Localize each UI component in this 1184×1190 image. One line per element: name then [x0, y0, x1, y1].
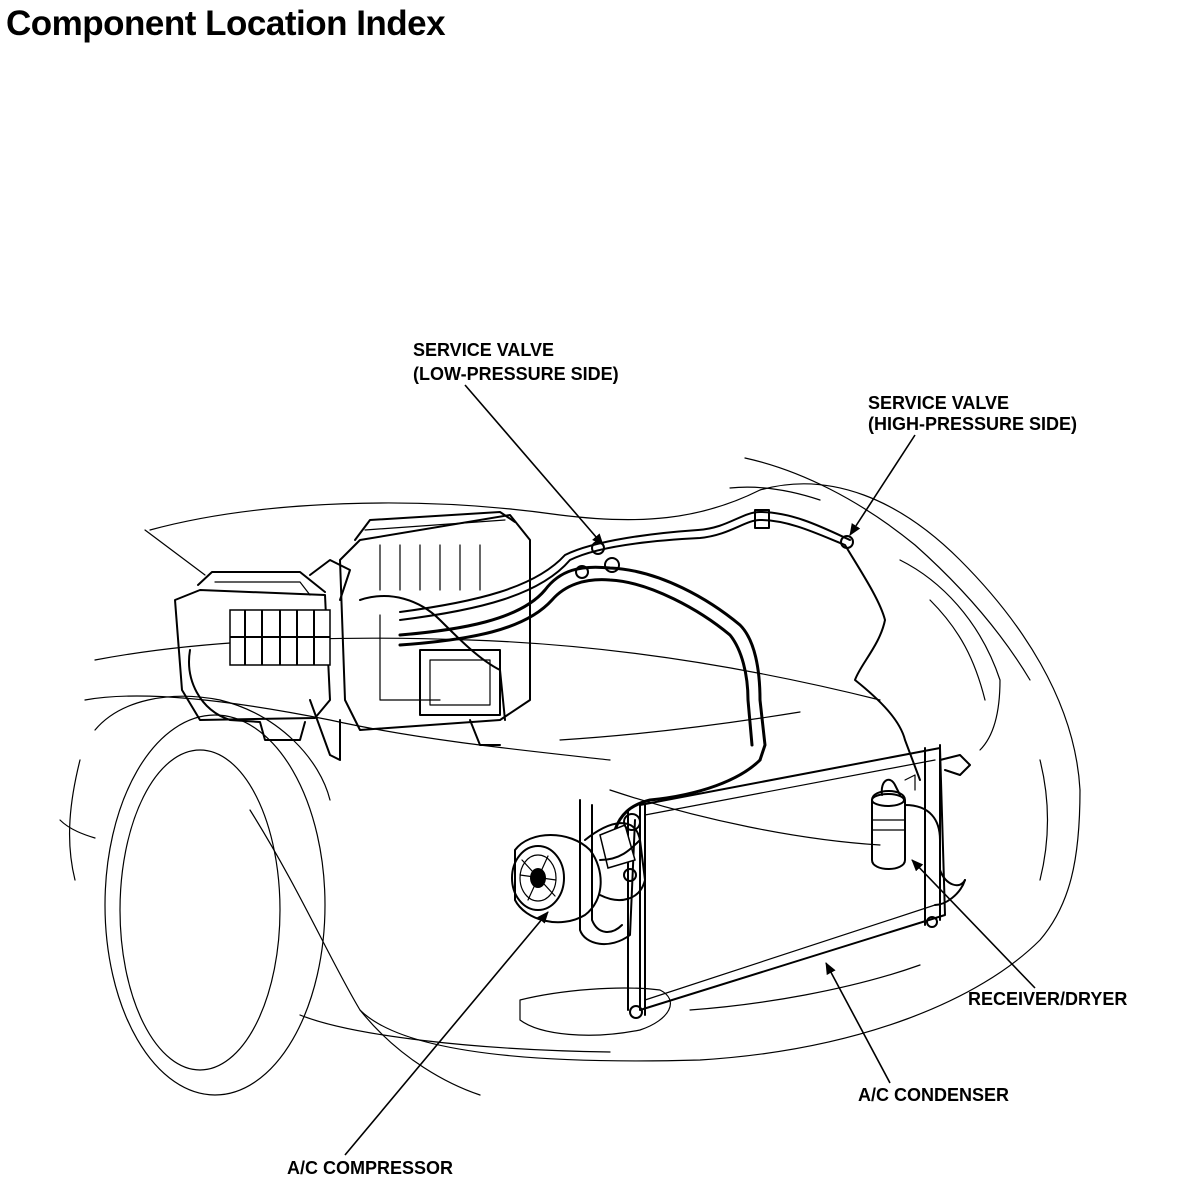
service-valve-high-line1: SERVICE VALVE — [868, 393, 1009, 413]
callout-ac-compressor: A/C COMPRESSOR — [287, 911, 549, 1178]
leader-receiver-dryer — [911, 859, 1036, 989]
condenser-label: A/C CONDENSER — [858, 1085, 1009, 1105]
service-valve-high-line2: (HIGH-PRESSURE SIDE) — [868, 414, 1077, 434]
leader-compressor — [344, 911, 549, 1156]
service-valve-low-line1: SERVICE VALVE — [413, 340, 554, 360]
receiver-dryer — [871, 778, 966, 906]
callout-service-valve-low: SERVICE VALVE (LOW-PRESSURE SIDE) — [413, 340, 619, 546]
leader-service-valve-high — [849, 434, 916, 536]
heater-evaporator-unit — [174, 511, 531, 761]
leader-service-valve-low — [464, 384, 604, 546]
ac-condenser — [627, 744, 971, 1019]
callout-receiver-dryer: RECEIVER/DRYER — [911, 859, 1127, 1009]
page-title: Component Location Index — [6, 4, 446, 43]
leader-condenser — [825, 962, 891, 1084]
ac-compressor — [511, 813, 646, 924]
compressor-label: A/C COMPRESSOR — [287, 1158, 453, 1178]
refrigerant-lines — [398, 509, 921, 946]
service-valve-low-line2: (LOW-PRESSURE SIDE) — [413, 364, 619, 384]
callout-service-valve-high: SERVICE VALVE (HIGH-PRESSURE SIDE) — [849, 393, 1077, 536]
receiver-dryer-label: RECEIVER/DRYER — [968, 989, 1127, 1009]
callout-ac-condenser: A/C CONDENSER — [825, 962, 1009, 1105]
